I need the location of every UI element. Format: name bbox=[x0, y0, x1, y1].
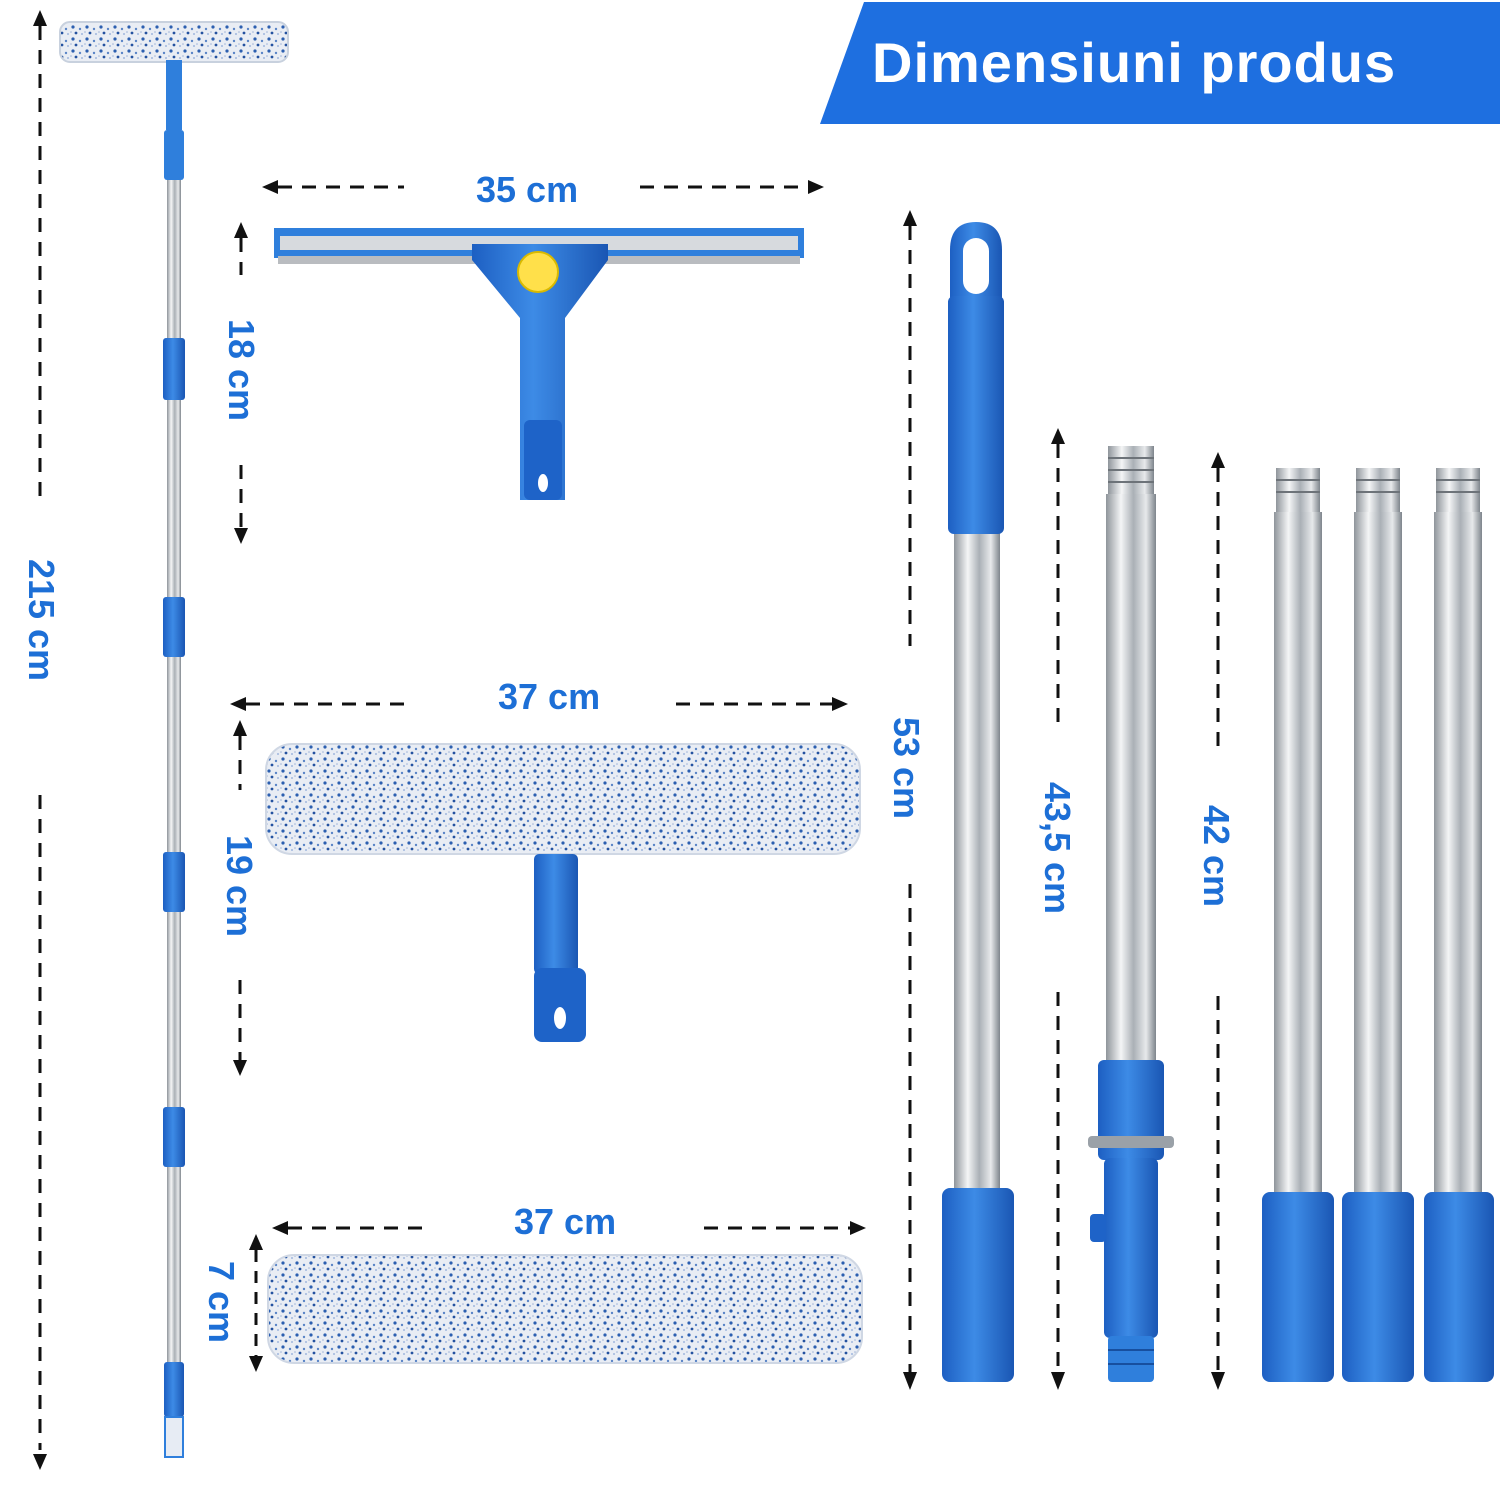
washer-width-arrow bbox=[230, 697, 848, 711]
handle-pole-icon bbox=[942, 222, 1014, 1382]
assembled-pole-icon bbox=[59, 21, 289, 1458]
extension-pole-3 bbox=[1424, 468, 1494, 1382]
adapter-pole-length-arrow bbox=[1051, 428, 1065, 1390]
washer-width-label: 37 cm bbox=[498, 676, 601, 717]
total-length-arrow bbox=[33, 10, 47, 1470]
sleeve-width-arrow bbox=[272, 1221, 866, 1235]
washer-icon bbox=[265, 743, 861, 1042]
handle-pole-length-arrow bbox=[903, 210, 917, 1390]
page-title: Dimensiuni produs bbox=[872, 31, 1397, 94]
washer-height-label: 19 cm bbox=[219, 831, 260, 941]
squeegee-width-arrow bbox=[262, 180, 824, 194]
microfiber-sleeve-icon bbox=[267, 1254, 863, 1364]
extension-pole-length-label: 42 cm bbox=[1196, 796, 1237, 916]
squeegee-icon bbox=[274, 228, 804, 500]
adapter-pole-length-label: 43,5 cm bbox=[1037, 773, 1078, 923]
extension-pole-length-arrow bbox=[1211, 452, 1225, 1390]
extension-pole-2 bbox=[1342, 468, 1414, 1382]
handle-pole-length-label: 53 cm bbox=[886, 708, 927, 828]
squeegee-height-arrow bbox=[234, 222, 248, 544]
washer-height-arrow bbox=[233, 720, 247, 1076]
sleeve-height-arrow bbox=[249, 1234, 263, 1372]
squeegee-width-label: 35 cm bbox=[476, 169, 579, 210]
extension-pole-icon bbox=[1262, 468, 1494, 1382]
sleeve-width-label: 37 cm bbox=[514, 1201, 617, 1242]
adapter-pole-icon bbox=[1088, 446, 1174, 1382]
total-length-label: 215 cm bbox=[21, 555, 62, 685]
squeegee-height-label: 18 cm bbox=[221, 315, 262, 425]
title-banner bbox=[820, 2, 1500, 124]
extension-pole-1 bbox=[1262, 468, 1334, 1382]
sleeve-height-label: 7 cm bbox=[201, 1259, 242, 1345]
